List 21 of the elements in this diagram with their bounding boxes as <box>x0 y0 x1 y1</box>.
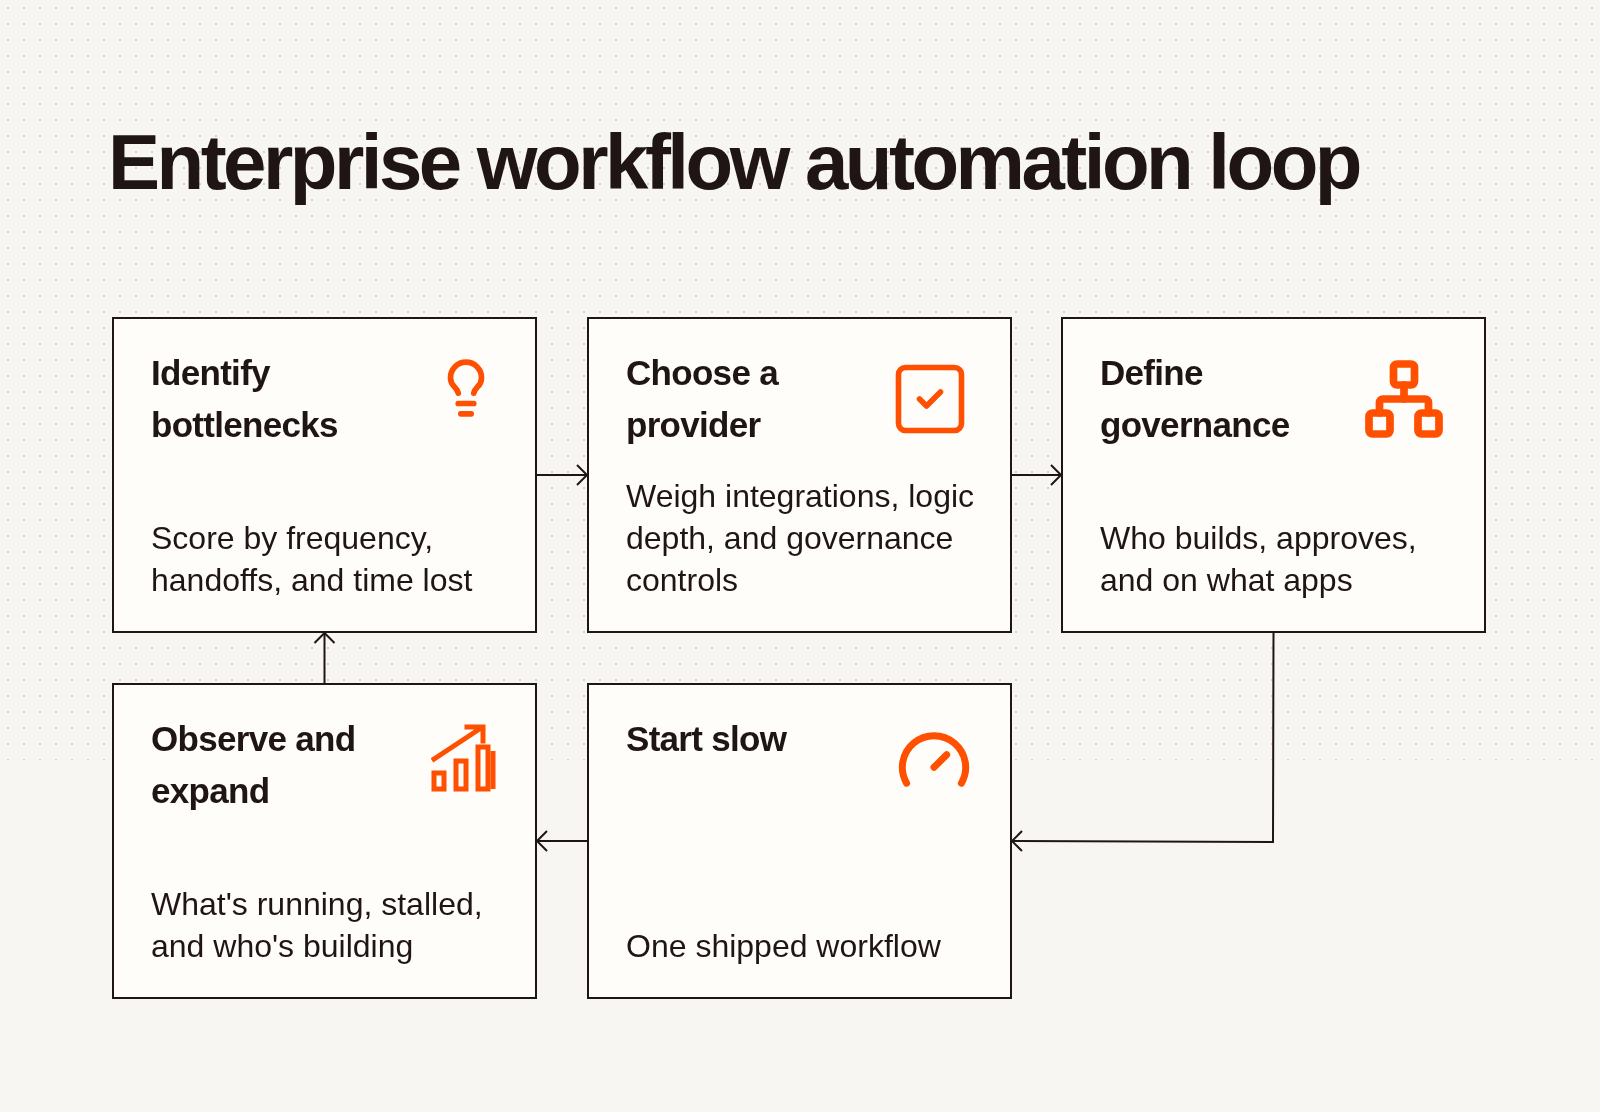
step-description: Score by frequency, handoffs, and time lost <box>151 519 474 600</box>
step-heading: Observe and expand <box>151 718 357 812</box>
step-card <box>112 317 537 633</box>
step-description: Weigh integrations, logic depth, and governance controls <box>626 477 976 600</box>
step-heading: Start slow <box>626 718 788 760</box>
step-card <box>1061 317 1486 633</box>
step-description: One shipped workflow <box>626 927 942 966</box>
arrow <box>1011 464 1062 486</box>
arrow <box>536 464 588 486</box>
step-description: What's running, stalled, and who's building <box>151 885 484 966</box>
step-card <box>587 683 1012 999</box>
step-description: Who builds, approves, and on what apps <box>1100 519 1418 600</box>
arrow <box>1011 632 1275 853</box>
arrow <box>536 830 588 852</box>
step-heading: Identify bottlenecks <box>151 352 339 446</box>
step-card <box>112 683 537 999</box>
step-card <box>587 317 1012 633</box>
title: Enterprise workflow automation loop <box>108 117 1359 208</box>
arrow <box>313 632 336 684</box>
step-heading: Define governance <box>1100 352 1291 446</box>
step-heading: Choose a provider <box>626 352 780 446</box>
